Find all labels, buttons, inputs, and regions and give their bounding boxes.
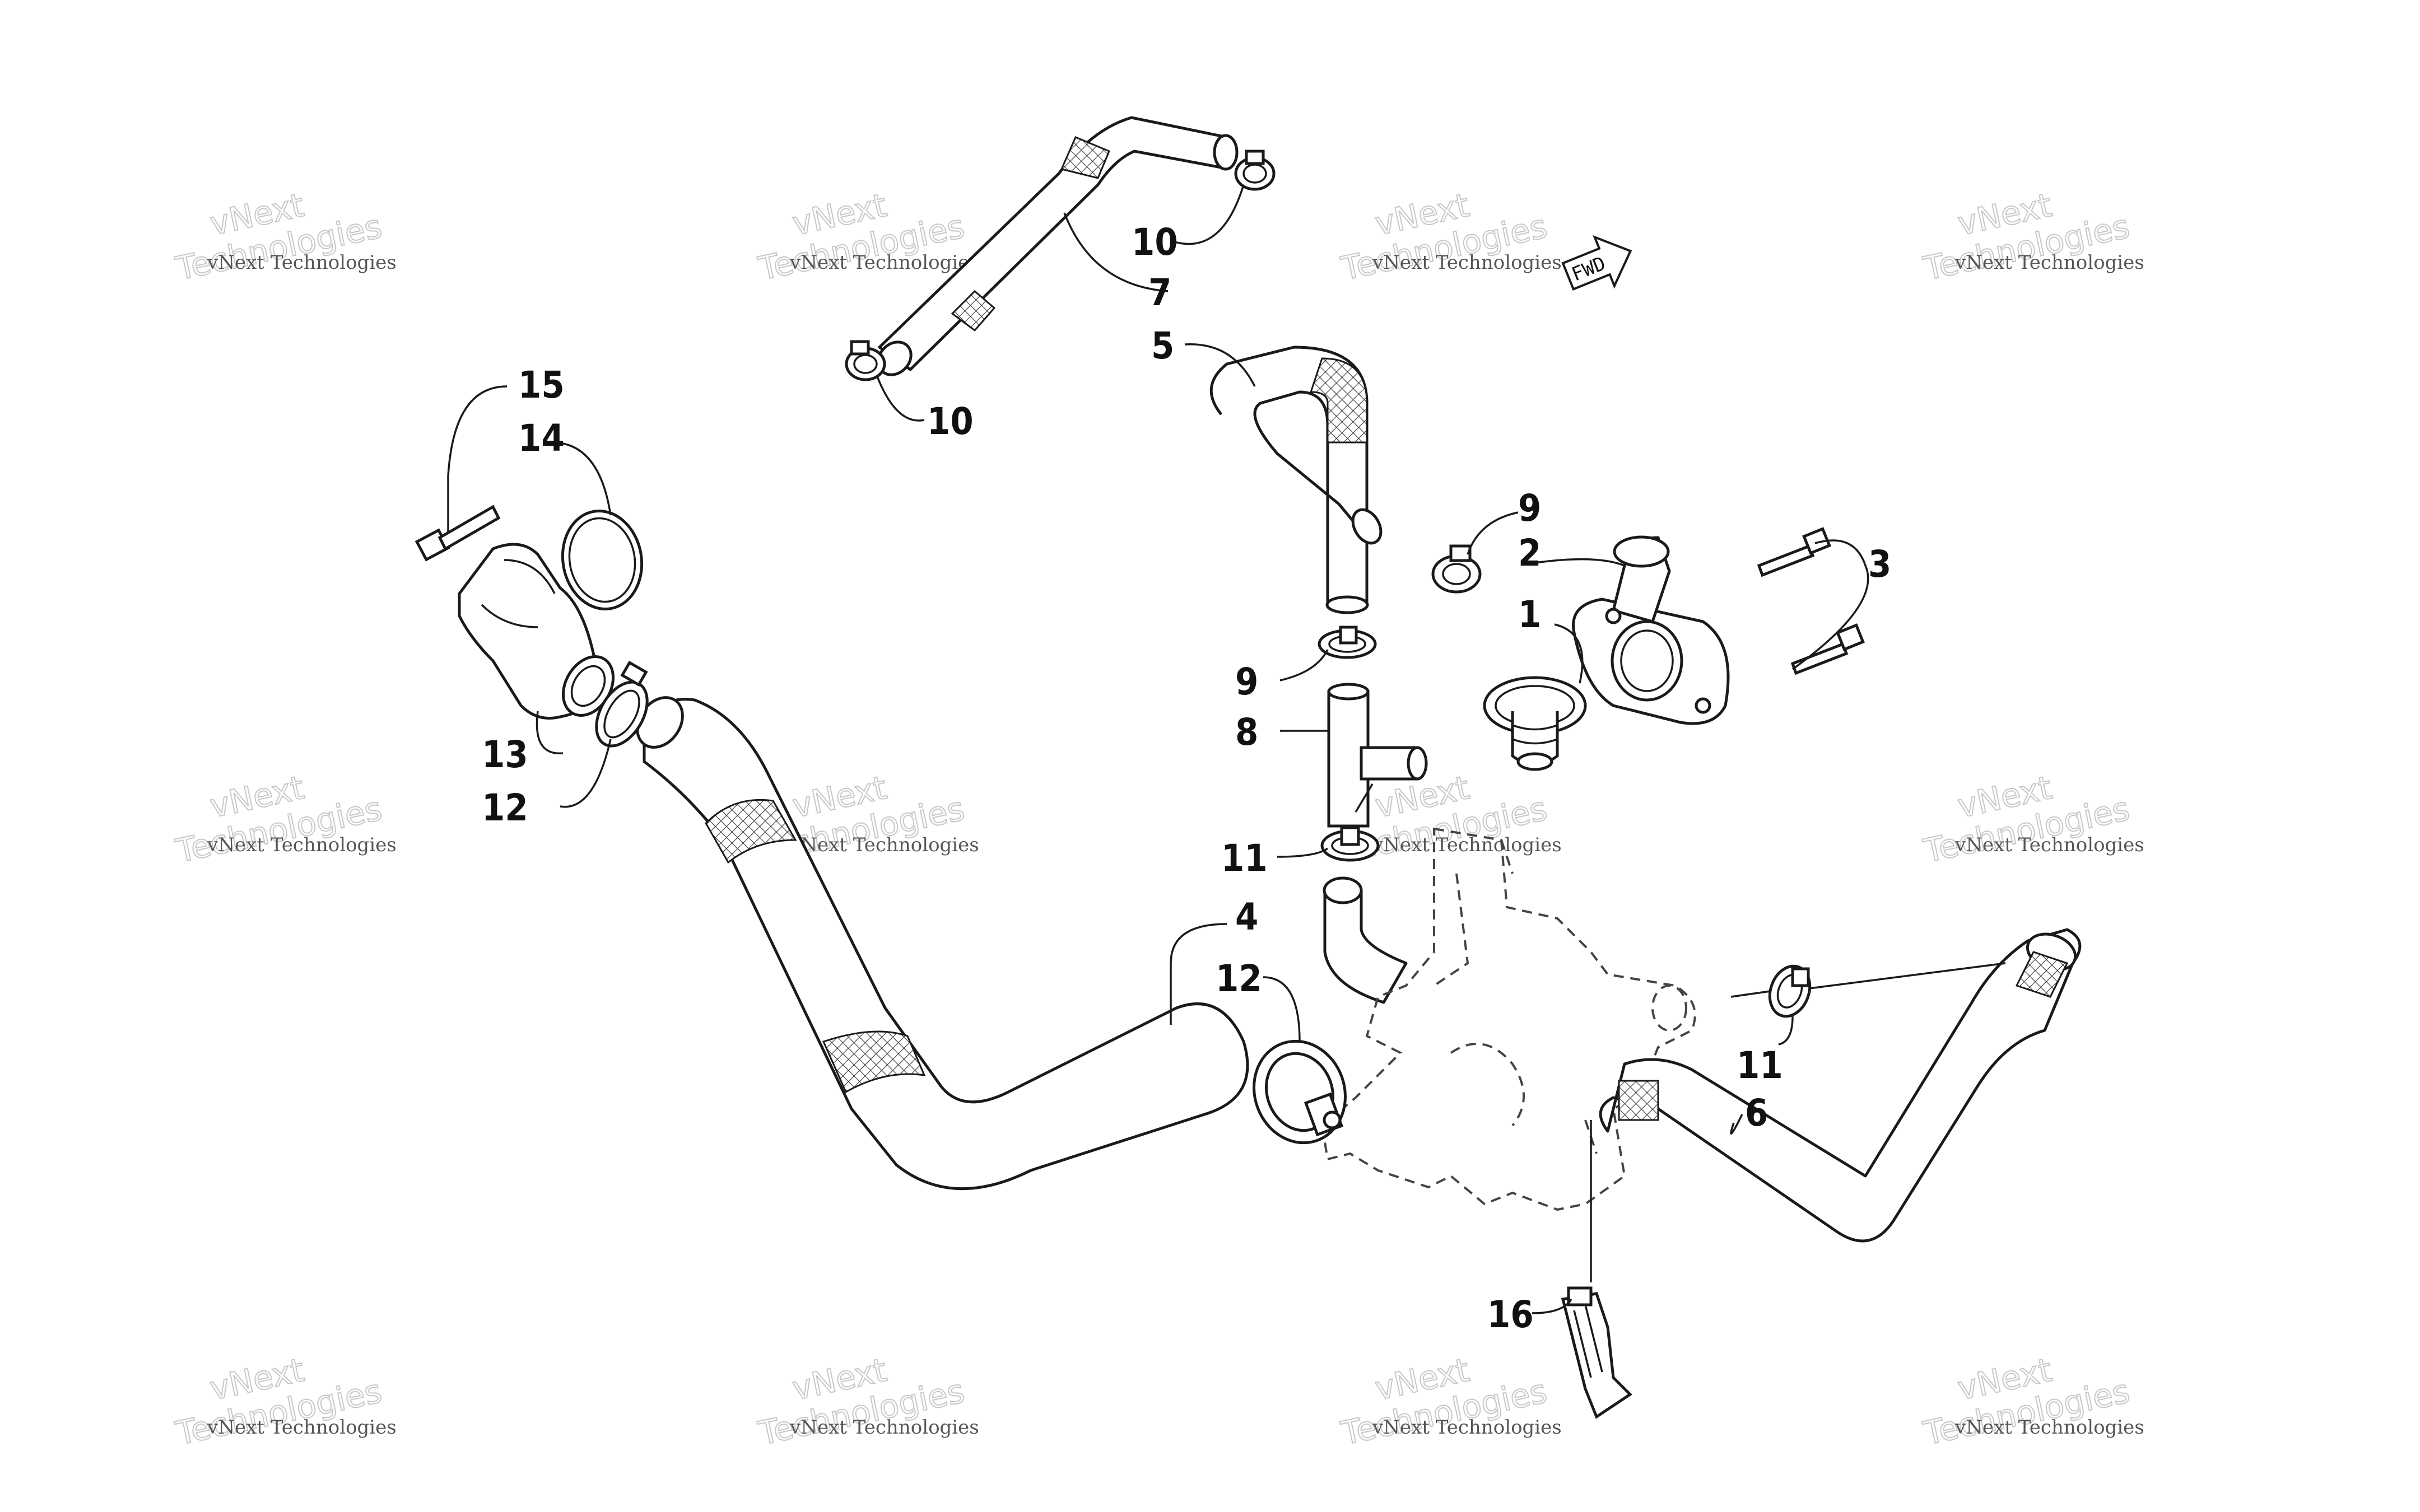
callout-16: 16: [1487, 1293, 1534, 1336]
callout-7: 7: [1148, 271, 1171, 314]
callout-10-lower: 10: [927, 400, 974, 443]
watermark-grid: vNext Technologies vNext Technologies vN…: [172, 185, 2144, 1453]
callout-6: 6: [1745, 1091, 1768, 1135]
part-10-clamp-upper: [1234, 150, 1276, 191]
callout-12-upper: 12: [482, 786, 528, 829]
part-9-clamp-lower: [1318, 626, 1377, 659]
watermark: vNext Technologies vNext Technologies: [172, 1350, 397, 1453]
callout-9-upper: 9: [1518, 487, 1541, 530]
water-pump-housing-outline: [1320, 827, 1696, 1211]
callout-11-center: 11: [1221, 837, 1268, 880]
callout-2: 2: [1518, 531, 1541, 575]
part-15-bolt: [415, 505, 501, 562]
watermark: vNext Technologies vNext Technologies: [1920, 1350, 2144, 1453]
svg-text:vNext Technologies: vNext Technologies: [207, 834, 397, 856]
part-9-clamp-upper: [1431, 544, 1482, 594]
callout-11-right: 11: [1737, 1044, 1783, 1087]
part-13-outlet-fitting: [458, 543, 615, 720]
part-11-clamp-right: [1768, 964, 1812, 1018]
svg-text:vNext Technologies: vNext Technologies: [207, 251, 397, 274]
svg-text:vNext Technologies: vNext Technologies: [789, 834, 979, 856]
callout-labels: 1 2 3 4 5 6 7 8 9 9 10 10 11 11 12 12 13…: [482, 221, 1891, 1336]
watermark: vNext Technologies vNext Technologies: [755, 1350, 979, 1453]
part-1-thermostat: [1483, 676, 1587, 771]
part-12-clamp-upper: [595, 660, 649, 748]
svg-text:vNext Technologies: vNext Technologies: [1954, 1416, 2144, 1439]
callout-15: 15: [518, 363, 565, 407]
watermark: vNext Technologies vNext Technologies: [1337, 185, 1562, 288]
watermark: vNext Technologies vNext Technologies: [172, 768, 397, 871]
part-4-hose: [636, 696, 1249, 1191]
part-16-hose-clip: [1561, 1286, 1632, 1419]
watermark: vNext Technologies vNext Technologies: [172, 185, 397, 288]
part-3-bolt-upper: [1757, 527, 1831, 577]
svg-text:vNext Technologies: vNext Technologies: [1372, 1416, 1562, 1439]
pump-inlet-hose-short: [1323, 876, 1408, 1004]
svg-text:vNext Technologies: vNext Technologies: [1372, 251, 1562, 274]
watermark: vNext Technologies vNext Technologies: [1920, 185, 2144, 288]
part-6-hose: [1599, 928, 2082, 1243]
part-14-o-ring: [561, 509, 644, 611]
part-2-thermostat-housing: [1572, 535, 1730, 725]
svg-text:vNext Technologies: vNext Technologies: [789, 251, 979, 274]
part-3-bolt-lower: [1790, 623, 1865, 675]
svg-text:vNext Technologies: vNext Technologies: [1954, 251, 2144, 274]
callout-9-lower: 9: [1235, 660, 1258, 703]
watermark: vNext Technologies vNext Technologies: [1920, 768, 2144, 871]
svg-text:vNext Technologies: vNext Technologies: [207, 1416, 397, 1439]
svg-text:vNext Technologies: vNext Technologies: [1372, 834, 1562, 856]
callout-13: 13: [482, 733, 528, 776]
svg-text:vNext Technologies: vNext Technologies: [789, 1416, 979, 1439]
leader-lines: [447, 184, 2006, 1314]
callout-3: 3: [1868, 543, 1891, 586]
callout-5: 5: [1151, 324, 1174, 367]
watermark: vNext Technologies vNext Technologies: [1337, 1350, 1562, 1453]
svg-text:vNext Technologies: vNext Technologies: [1954, 834, 2144, 856]
watermark: vNext Technologies vNext Technologies: [755, 185, 979, 288]
callout-14: 14: [518, 417, 565, 460]
part-10-clamp-lower: [845, 340, 886, 381]
part-12-clamp-lower: [1253, 1039, 1347, 1145]
callout-12-lower: 12: [1216, 957, 1262, 1000]
forward-direction-arrow: FWD: [1561, 235, 1632, 291]
callout-10-upper: 10: [1132, 221, 1178, 264]
part-5-hose: [1209, 346, 1383, 614]
callout-8: 8: [1235, 711, 1258, 754]
part-11-clamp-upper: [1320, 826, 1380, 862]
part-7-hose: [877, 116, 1239, 376]
callout-1: 1: [1518, 593, 1541, 636]
callout-4: 4: [1235, 895, 1258, 939]
